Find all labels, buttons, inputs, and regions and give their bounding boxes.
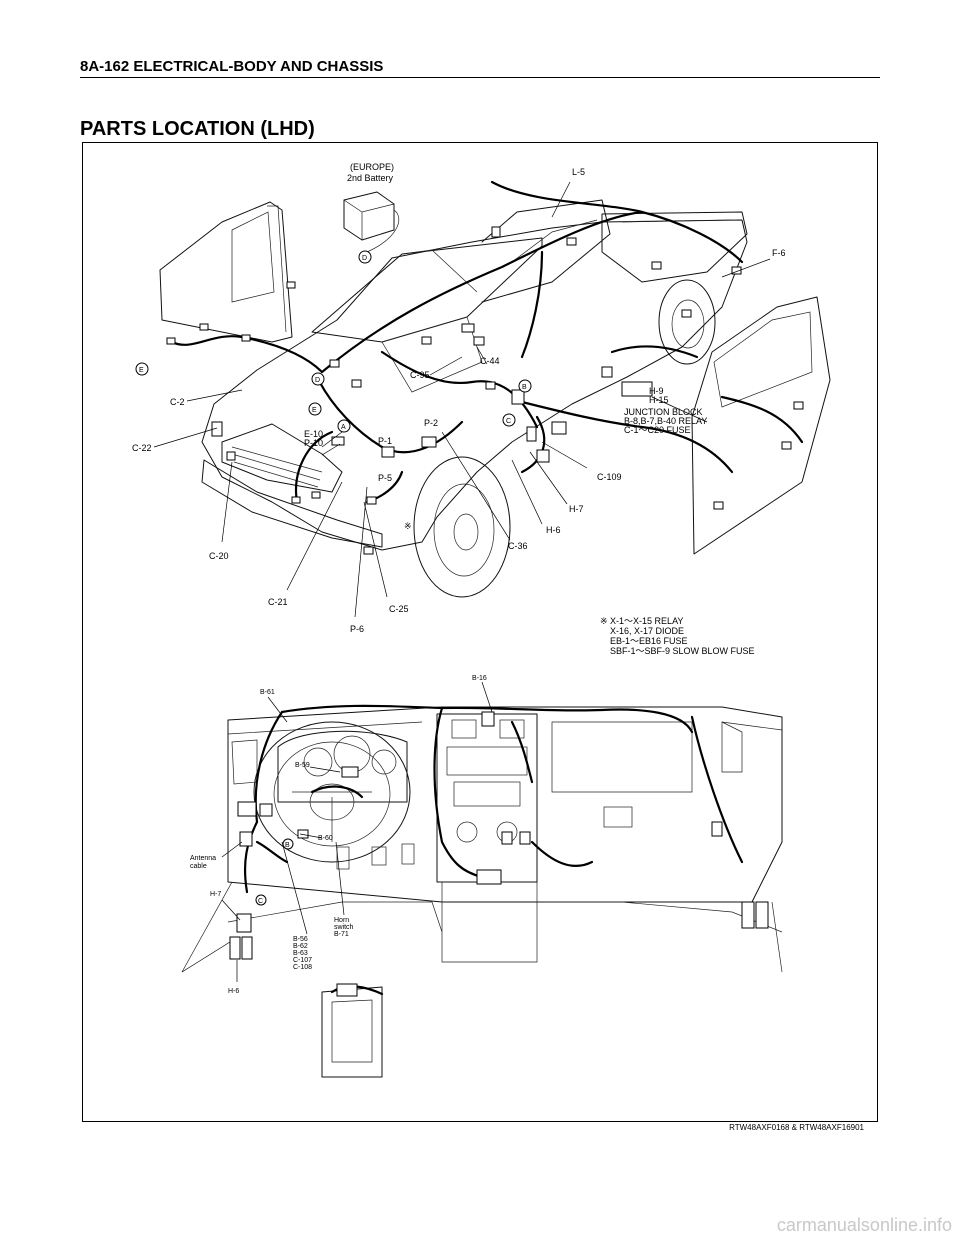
center-console — [321, 986, 383, 1078]
label-b62: B-62 — [293, 943, 308, 950]
label-h6-lower: H-6 — [228, 988, 239, 995]
label-antenna-cable: cable — [190, 863, 207, 870]
label-c25: C-25 — [389, 604, 409, 614]
label-c20: C-20 — [209, 551, 229, 561]
label-p2: P-2 — [424, 418, 438, 428]
battery-icon — [343, 191, 395, 241]
junction-block-box — [621, 381, 653, 397]
circle-e-left-letter: E — [139, 367, 144, 374]
label-h9: H-9 — [649, 386, 664, 396]
circle-markers-lower: B C — [255, 838, 294, 906]
circle-b-letter: B — [522, 384, 527, 391]
circle-e-mid-letter: E — [312, 407, 317, 414]
label-antenna: Antenna — [190, 855, 216, 862]
label-h15: H-15 — [649, 395, 669, 405]
label-jb-fuse: C-1～C20 FUSE — [624, 425, 691, 435]
front-wheel — [413, 456, 511, 598]
circle-d-top-letter: D — [362, 255, 367, 262]
figure-frame — [82, 142, 878, 1122]
label-b60: B-60 — [318, 835, 333, 842]
label-b63: B-63 — [293, 950, 308, 957]
labels-upper: (EUROPE) 2nd Battery L-5 F-6 C-44 C-95 H… — [132, 162, 786, 634]
rear-wheel — [658, 279, 716, 365]
label-e10: E-10 — [304, 429, 323, 439]
label-b16: B-16 — [472, 675, 487, 682]
left-door — [159, 201, 293, 343]
label-l5: L-5 — [572, 167, 585, 177]
label-c36: C-36 — [508, 541, 528, 551]
label-c21: C-21 — [268, 597, 288, 607]
label-junction-block: JUNCTION BLOCK — [624, 407, 703, 417]
label-p6: P-6 — [350, 624, 364, 634]
steering-wheel — [253, 721, 411, 863]
label-f6: F-6 — [772, 248, 786, 258]
label-c108: C-108 — [293, 964, 312, 971]
connectors-upper — [166, 226, 804, 555]
label-mark: ※ — [404, 521, 412, 531]
label-b61: B-61 — [260, 689, 275, 696]
legend: ※ X-1～X-15 RELAY X-16, X-17 DIODE EB-1～E… — [600, 616, 755, 656]
page-title: PARTS LOCATION (LHD) — [80, 118, 315, 140]
legend-line-diode: X-16, X-17 DIODE — [610, 626, 684, 636]
label-jb-relay: B-8,B-7,B-40 RELAY — [624, 416, 707, 426]
label-b59: B-59 — [295, 762, 310, 769]
circle-a-letter: A — [341, 424, 346, 431]
label-h6: H-6 — [546, 525, 561, 535]
legend-line-fuse: EB-1～EB16 FUSE — [610, 636, 688, 646]
label-europe: (EUROPE) — [350, 162, 394, 172]
lower-circle-b-letter: B — [285, 842, 290, 849]
vehicle-illustration — [159, 191, 831, 598]
page-header: 8A-162 ELECTRICAL-BODY AND CHASSIS — [80, 58, 384, 75]
circle-c-letter: C — [506, 418, 511, 425]
label-horn: Horn — [334, 917, 349, 924]
instrument-cluster — [277, 730, 408, 803]
vehicle-body — [201, 219, 748, 551]
labels-lower: B-61 B-16 B-59 B-60 Antenna cable H-7 H-… — [190, 675, 487, 995]
leader-lines-lower — [181, 681, 493, 982]
label-h7-lower: H-7 — [210, 891, 221, 898]
label-c107: C-107 — [293, 957, 312, 964]
wiring-harness-lower — [243, 704, 744, 996]
watermark-text: carmanualsonline.info — [776, 1215, 952, 1235]
connectors-lower — [229, 711, 769, 997]
label-p1: P-1 — [378, 436, 392, 446]
header-rule — [80, 77, 880, 78]
circle-d-mid-letter: D — [315, 377, 320, 384]
lower-circle-c-letter: C — [258, 898, 263, 905]
label-c2: C-2 — [170, 397, 185, 407]
label-b71: B-71 — [334, 931, 349, 938]
h7-connector-box — [236, 913, 252, 933]
label-p5: P-5 — [378, 473, 392, 483]
parts-location-diagram: D E D E A B C (EUROPE) 2nd Batter — [132, 162, 831, 1078]
right-door — [691, 296, 831, 555]
dashboard-illustration — [181, 706, 783, 1078]
wiring-harness-upper — [170, 180, 804, 504]
label-2nd-battery: 2nd Battery — [347, 173, 394, 183]
label-c22: C-22 — [132, 443, 152, 453]
figure-reference: RTW48AXF0168 & RTW48AXF16901 — [729, 1123, 864, 1132]
label-b56: B-56 — [293, 936, 308, 943]
circle-d-top — [358, 250, 372, 264]
label-c95: C-95 — [410, 370, 430, 380]
label-c109: C-109 — [597, 472, 622, 482]
label-h7: H-7 — [569, 504, 584, 514]
label-p10: P-10 — [304, 438, 323, 448]
radio-unit — [446, 746, 528, 776]
label-horn-switch: switch — [334, 924, 354, 931]
label-c44: C-44 — [480, 356, 500, 366]
legend-line-relay: ※ X-1～X-15 RELAY — [600, 616, 683, 626]
legend-line-sbf: SBF-1～SBF-9 SLOW BLOW FUSE — [610, 646, 755, 656]
circle-markers-upper: D E D E A B C — [135, 250, 532, 433]
leader-lines-upper — [153, 181, 771, 618]
